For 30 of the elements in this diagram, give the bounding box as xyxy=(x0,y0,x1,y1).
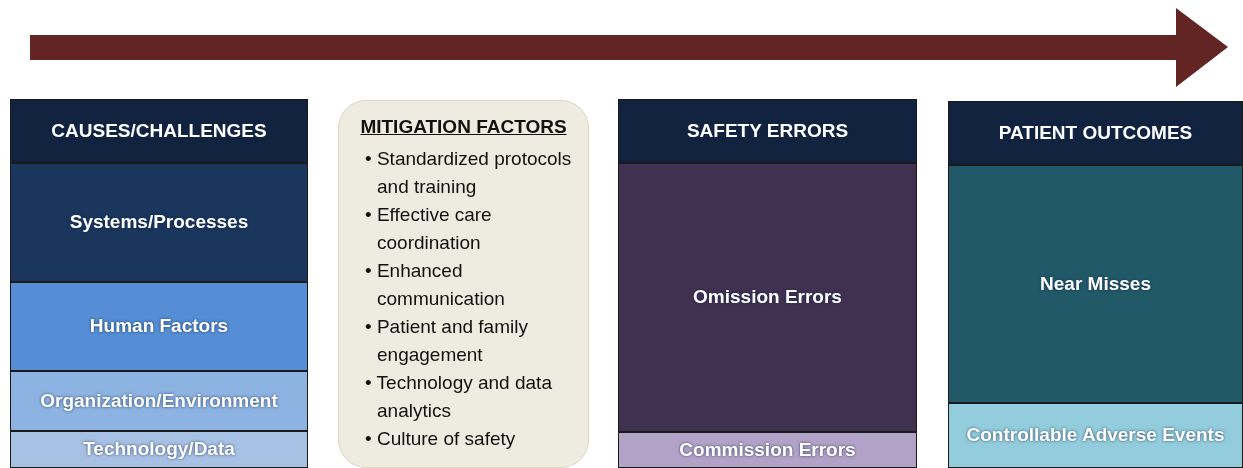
bullet-item: • Culture of safety xyxy=(365,427,517,451)
category-box xyxy=(10,282,308,371)
panel-heading: MITIGATION FACTORS xyxy=(360,115,567,139)
bullet-item: • Effective care coordination xyxy=(365,203,493,255)
column-header xyxy=(10,99,308,163)
category-box xyxy=(10,371,308,431)
category-box xyxy=(618,163,917,432)
category-label: Commission Errors xyxy=(679,437,856,462)
column-header xyxy=(948,101,1243,165)
category-label: Controllable Adverse Events xyxy=(966,423,1225,448)
column-title: SAFETY ERRORS xyxy=(686,118,849,143)
category-label: Technology/Data xyxy=(83,437,235,462)
column-header xyxy=(618,99,917,163)
bullet-item: • Technology and data analytics xyxy=(365,371,553,423)
category-box xyxy=(948,165,1243,403)
category-label: Organization/Environment xyxy=(40,388,278,413)
category-box xyxy=(10,163,308,282)
column-title: PATIENT OUTCOMES xyxy=(998,120,1193,145)
bullet-item: • Standardized protocols and training xyxy=(365,147,573,199)
category-label: Near Misses xyxy=(1040,271,1151,296)
column-title: CAUSES/CHALLENGES xyxy=(51,118,267,143)
mitigation-panel xyxy=(338,100,589,468)
category-label: Omission Errors xyxy=(693,285,842,310)
bullet-item: • Patient and family engagement xyxy=(365,315,529,367)
category-box xyxy=(10,431,308,468)
bullet-item: • Enhanced communication xyxy=(365,259,506,311)
category-label: Human Factors xyxy=(89,314,229,339)
category-box xyxy=(618,432,917,468)
category-box xyxy=(948,403,1243,468)
category-label: Systems/Processes xyxy=(69,210,249,235)
